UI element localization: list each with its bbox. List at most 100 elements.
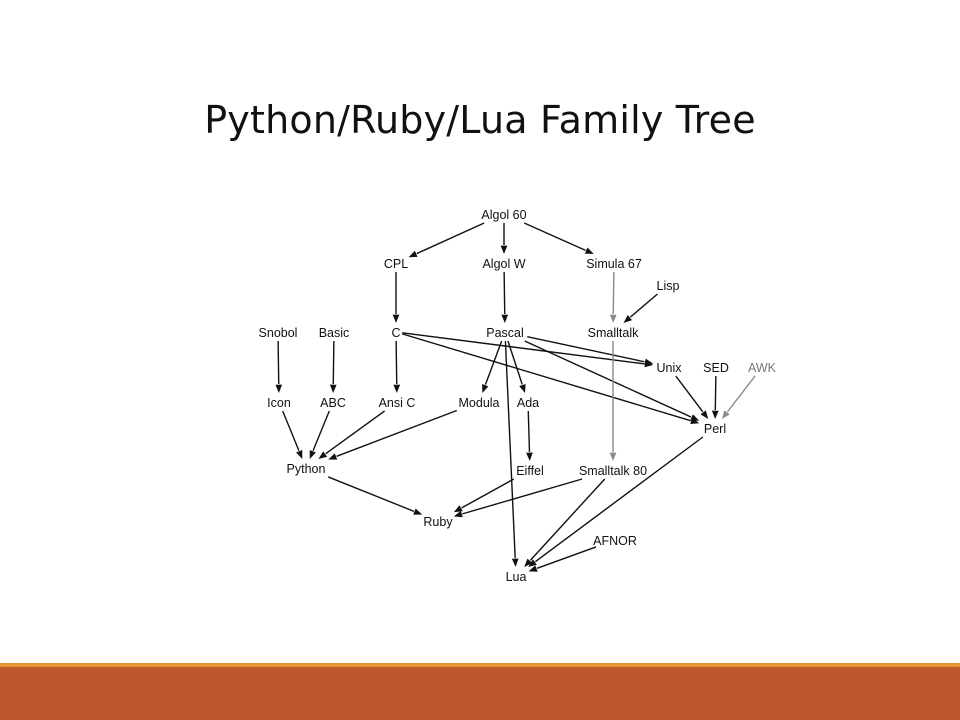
edge-pascal-to-lua (504, 340, 519, 567)
node-awk: AWK (748, 361, 777, 375)
edge-smalltalk80-to-ruby (453, 478, 583, 518)
node-python: Python (287, 462, 326, 476)
node-snobol: Snobol (259, 326, 298, 340)
arrowhead (453, 510, 463, 518)
edge-line (536, 546, 597, 570)
edge-pascal-to-ada (507, 340, 526, 393)
edge-line (534, 436, 704, 563)
edge-line (277, 340, 280, 385)
edge-line (726, 375, 756, 413)
node-pascal: Pascal (486, 326, 524, 340)
edge-algol60-to-simula67 (523, 222, 594, 254)
slide-title: Python/Ruby/Lua Family Tree (204, 98, 756, 142)
edge-cpl-to-c (392, 272, 400, 323)
edge-line (524, 340, 692, 418)
arrowhead (393, 384, 401, 393)
arrowhead (408, 250, 418, 258)
edge-simula67-to-smalltalk (609, 271, 617, 323)
arrowhead (524, 558, 533, 567)
node-afnor: AFNOR (593, 534, 637, 548)
arrowhead (584, 247, 594, 254)
node-abc: ABC (320, 396, 346, 410)
arrowhead (392, 314, 400, 323)
edge-afnor-to-lua (528, 546, 597, 572)
edge-sed-to-perl (711, 375, 719, 419)
arrowhead (700, 410, 709, 419)
edges-layer (275, 222, 756, 572)
edge-pascal-to-unix (527, 336, 654, 366)
arrowhead (500, 245, 508, 254)
edge-line (503, 271, 506, 315)
arrowhead (711, 410, 719, 419)
edge-line (629, 293, 658, 318)
edge-line (416, 222, 485, 255)
edge-perl-to-lua (528, 436, 704, 567)
node-basic: Basic (319, 326, 350, 340)
edge-c-to-perl (401, 333, 700, 425)
arrowhead (328, 453, 338, 460)
node-lua: Lua (506, 570, 527, 584)
arrowhead (511, 558, 519, 567)
edge-line (675, 375, 704, 413)
edge-algol60-to-cpl (408, 222, 485, 258)
edge-algolw-to-pascal (501, 271, 509, 323)
edge-line (527, 336, 645, 363)
node-ansic: Ansi C (379, 396, 416, 410)
edge-snobol-to-icon (275, 340, 283, 393)
arrowhead (609, 452, 617, 461)
arrowhead (296, 450, 303, 459)
arrowhead (528, 565, 538, 572)
node-ada: Ada (517, 396, 539, 410)
arrowhead (275, 384, 283, 393)
edge-line (527, 410, 531, 453)
edge-ansic-to-python (318, 410, 386, 459)
edge-c-to-ansic (393, 340, 401, 393)
node-lisp: Lisp (657, 279, 680, 293)
edge-smalltalk-to-smalltalk80 (609, 341, 617, 461)
node-cpl: CPL (384, 257, 408, 271)
edge-icon-to-python (282, 410, 303, 459)
edge-line (462, 478, 583, 515)
arrowhead (623, 315, 633, 323)
arrowhead (721, 410, 730, 419)
node-ruby: Ruby (423, 515, 453, 529)
edge-line (336, 409, 458, 457)
edge-smalltalk80-to-lua (524, 478, 606, 567)
edge-python-to-ruby (327, 476, 423, 515)
edge-algol60-to-algolw (500, 223, 508, 254)
node-smalltalk: Smalltalk (588, 326, 639, 340)
arrowhead (482, 384, 489, 393)
edge-line (395, 340, 398, 385)
edge-line (402, 332, 645, 365)
node-modula: Modula (459, 396, 500, 410)
arrowhead (413, 508, 423, 515)
arrowhead (453, 505, 463, 513)
edge-line (612, 271, 615, 315)
node-sed: SED (703, 361, 729, 375)
edge-pascal-to-perl (524, 340, 700, 421)
edge-eiffel-to-ruby (453, 478, 515, 513)
edge-pascal-to-modula (482, 340, 503, 393)
edge-ada-to-eiffel (526, 410, 533, 461)
edge-line (332, 340, 335, 385)
arrowhead (644, 358, 654, 366)
edge-line (507, 340, 523, 385)
node-simula67: Simula 67 (586, 257, 642, 271)
node-icon: Icon (267, 396, 291, 410)
arrowhead (501, 314, 509, 323)
edge-lisp-to-smalltalk (623, 293, 658, 323)
footer-bar (0, 667, 960, 720)
edge-line (282, 410, 300, 451)
arrowhead (528, 559, 537, 567)
node-algolw: Algol W (482, 257, 525, 271)
node-algol60: Algol 60 (481, 208, 526, 222)
edge-line (529, 478, 606, 561)
edge-basic-to-abc (329, 340, 337, 393)
edge-line (484, 340, 503, 385)
arrowhead (309, 450, 316, 459)
edge-awk-to-perl (721, 375, 756, 419)
edge-unix-to-perl (675, 375, 709, 419)
node-unix: Unix (656, 361, 682, 375)
